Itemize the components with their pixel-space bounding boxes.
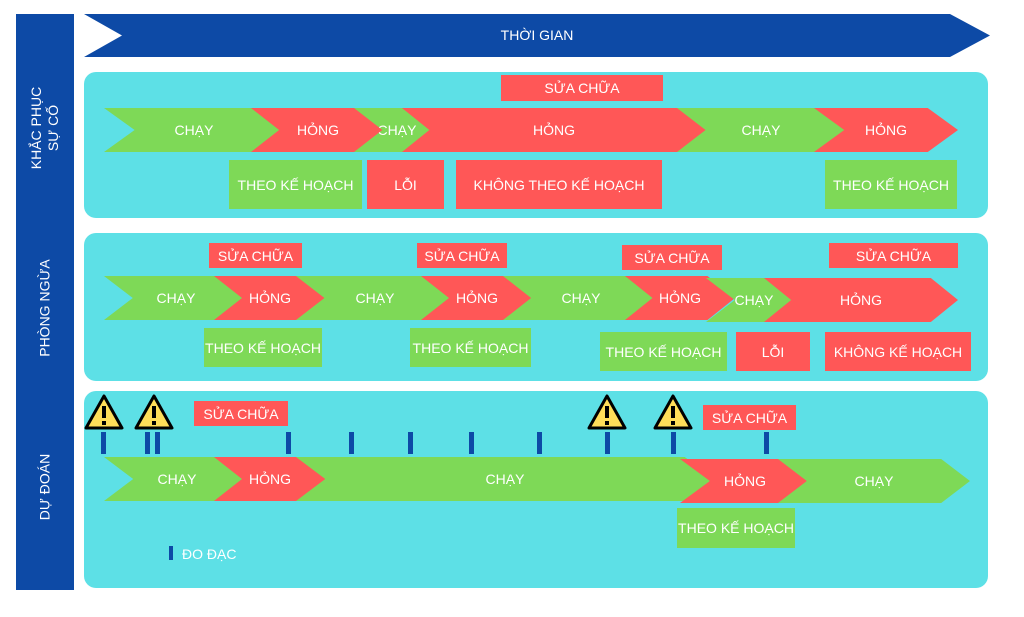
- corrective-planned-box: THEO KẾ HOẠCH: [229, 160, 362, 209]
- timeline-title: THỜI GIAN: [500, 27, 574, 43]
- measurement-tick: [605, 432, 610, 454]
- measurement-tick: [764, 432, 769, 454]
- row-label-corrective-line1: KHẮC PHỤC: [28, 86, 44, 170]
- measurement-tick: [145, 432, 150, 454]
- warning-icon: [587, 394, 627, 430]
- corrective-repair-box: SỬA CHỮA: [501, 75, 663, 101]
- corrective-unplanned-box: KHÔNG THEO KẾ HOẠCH: [456, 160, 662, 209]
- measurement-tick: [537, 432, 542, 454]
- measurement-legend-marker: [169, 546, 173, 560]
- corrective-fail-segment: HỎNG: [402, 108, 706, 152]
- warning-icon: [653, 394, 693, 430]
- preventive-planned-box: THEO KẾ HOẠCH: [600, 332, 727, 371]
- corrective-fault-box: LỖI: [367, 160, 444, 209]
- predictive-run-segment: CHẠY: [778, 459, 970, 503]
- warning-icon: [84, 394, 124, 430]
- predictive-planned-box: THEO KẾ HOẠCH: [677, 508, 795, 548]
- corrective-run-segment: CHẠY: [104, 108, 284, 152]
- preventive-fault-box: LỖI: [736, 332, 810, 371]
- warning-icon: [134, 394, 174, 430]
- measurement-tick: [408, 432, 413, 454]
- measurement-tick: [671, 432, 676, 454]
- preventive-fail-segment: HỎNG: [764, 278, 958, 322]
- timeline-arrow: THỜI GIAN: [84, 14, 990, 57]
- preventive-repair-box: SỬA CHỮA: [829, 243, 958, 268]
- predictive-repair-box: SỬA CHỮA: [194, 401, 288, 426]
- corrective-planned-box: THEO KẾ HOẠCH: [825, 160, 957, 209]
- preventive-planned-box: THEO KẾ HOẠCH: [204, 328, 322, 367]
- measurement-legend-label: ĐO ĐẠC: [182, 546, 237, 562]
- preventive-unplanned-box: KHÔNG KẾ HOẠCH: [825, 332, 971, 371]
- preventive-repair-box: SỬA CHỮA: [417, 243, 507, 268]
- preventive-repair-box: SỬA CHỮA: [209, 243, 302, 268]
- row-label-corrective: KHẮC PHỤC SỰ CỐ: [28, 87, 62, 169]
- measurement-tick: [101, 432, 106, 454]
- measurement-tick: [155, 432, 160, 454]
- measurement-tick: [349, 432, 354, 454]
- preventive-planned-box: THEO KẾ HOẠCH: [410, 328, 531, 367]
- corrective-run-segment: CHẠY: [677, 108, 845, 152]
- predictive-repair-box: SỬA CHỮA: [703, 405, 796, 430]
- row-label-predictive: DỰ ĐOÁN: [36, 453, 53, 521]
- row-label-sidebar: [16, 14, 74, 590]
- measurement-tick: [286, 432, 291, 454]
- preventive-repair-box: SỬA CHỮA: [622, 245, 722, 270]
- row-label-corrective-line2: SỰ CỐ: [45, 104, 61, 152]
- predictive-run-segment: CHẠY: [296, 457, 714, 501]
- row-label-preventive: PHÒNG NGỪA: [36, 259, 53, 357]
- measurement-tick: [469, 432, 474, 454]
